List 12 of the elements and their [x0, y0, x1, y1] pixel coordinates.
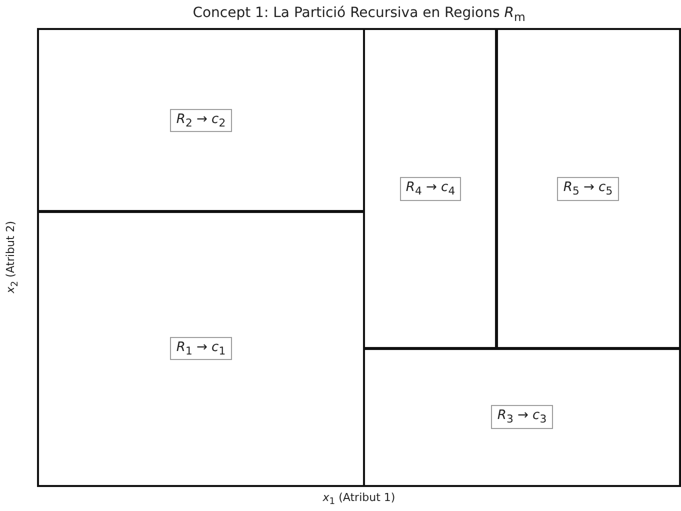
partition-region [363, 347, 681, 487]
partition-region [37, 210, 365, 487]
region-label: R$_{2}$ → c$_{2}$ [170, 108, 232, 132]
region-label: R$_{3}$ → c$_{3}$ [491, 405, 553, 429]
partition-region [495, 28, 681, 350]
region-label: R$_{4}$ → c$_{4}$ [400, 177, 462, 201]
region-label: R$_{1}$ → c$_{1}$ [170, 336, 232, 360]
partition-region [37, 28, 365, 213]
axis-label: x$_{1}$ (Atribut 1) [322, 491, 396, 508]
region-label: R$_{5}$ → c$_{5}$ [557, 177, 619, 201]
chart-title: Concept 1: La Partició Recursiva en Regions R$_{m}$ [192, 5, 526, 24]
partition-region [363, 28, 498, 350]
